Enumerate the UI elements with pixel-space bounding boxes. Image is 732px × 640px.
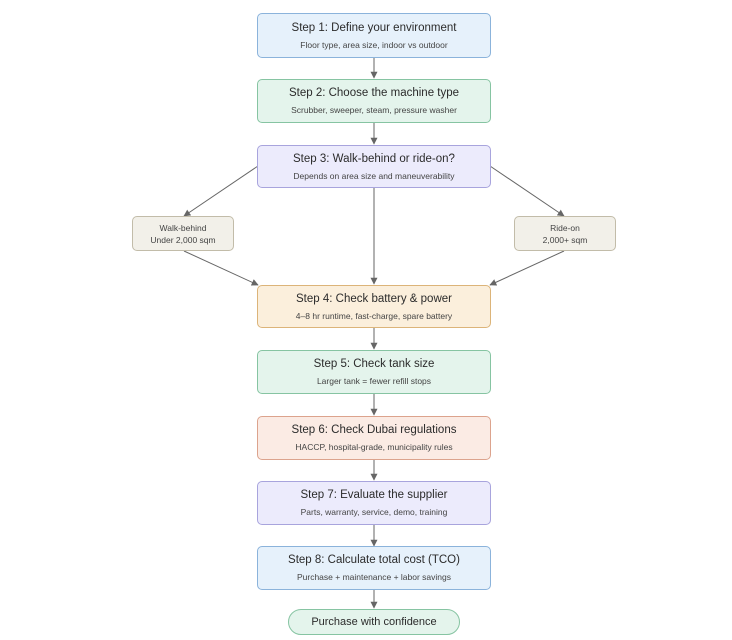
step3-subtitle: Depends on area size and maneuverability [293, 170, 455, 181]
step5-subtitle: Larger tank = fewer refill stops [316, 376, 432, 386]
step2-box: Step 2: Choose the machine type Scrubber… [257, 79, 491, 123]
step8-title: Step 8: Calculate total cost (TCO) [288, 554, 460, 566]
walk-behind-subtitle: Under 2,000 sqm [150, 234, 216, 245]
step4-title: Step 4: Check battery & power [296, 292, 452, 305]
step8-subtitle: Purchase + maintenance + labor savings [296, 572, 452, 582]
step5-title: Step 5: Check tank size [313, 358, 435, 370]
step1-subtitle: Floor type, area size, indoor vs outdoor [300, 39, 448, 50]
step1-title: Step 1: Define your environment [291, 21, 457, 34]
step1-box: Step 1: Define your environment Floor ty… [257, 13, 491, 58]
step2-subtitle: Scrubber, sweeper, steam, pressure washe… [291, 105, 457, 115]
arrow-step3-ride [489, 165, 565, 217]
step7-subtitle: Parts, warranty, service, demo, training [300, 507, 448, 517]
step3-title: Step 3: Walk-behind or ride-on? [293, 152, 455, 165]
ride-on-box: Ride-on 2,000+ sqm [514, 216, 616, 251]
step6-subtitle: HACCP, hospital-grade, municipality rule… [295, 442, 453, 452]
step3-box: Step 3: Walk-behind or ride-on? Depends … [257, 145, 491, 188]
ride-on-subtitle: 2,000+ sqm [542, 234, 588, 245]
step8-box: Step 8: Calculate total cost (TCO) Purch… [257, 546, 491, 590]
step6-title: Step 6: Check Dubai regulations [291, 424, 457, 436]
step6-box: Step 6: Check Dubai regulations HACCP, h… [257, 416, 491, 460]
arrow-step3-walk [183, 165, 259, 217]
end-title: Purchase with confidence [311, 615, 437, 628]
step7-box: Step 7: Evaluate the supplier Parts, war… [257, 481, 491, 525]
walk-behind-title: Walk-behind [159, 222, 207, 233]
end-box: Purchase with confidence [288, 609, 460, 635]
step4-box: Step 4: Check battery & power 4–8 hr run… [257, 285, 491, 328]
ride-on-title: Ride-on [550, 222, 580, 233]
arrow-walk-step4 [183, 250, 259, 286]
step5-box: Step 5: Check tank size Larger tank = fe… [257, 350, 491, 394]
step4-subtitle: 4–8 hr runtime, fast-charge, spare batte… [295, 310, 453, 321]
arrow-ride-step4 [489, 250, 565, 286]
walk-behind-box: Walk-behind Under 2,000 sqm [132, 216, 234, 251]
step7-title: Step 7: Evaluate the supplier [300, 489, 448, 501]
step2-title: Step 2: Choose the machine type [288, 87, 460, 99]
